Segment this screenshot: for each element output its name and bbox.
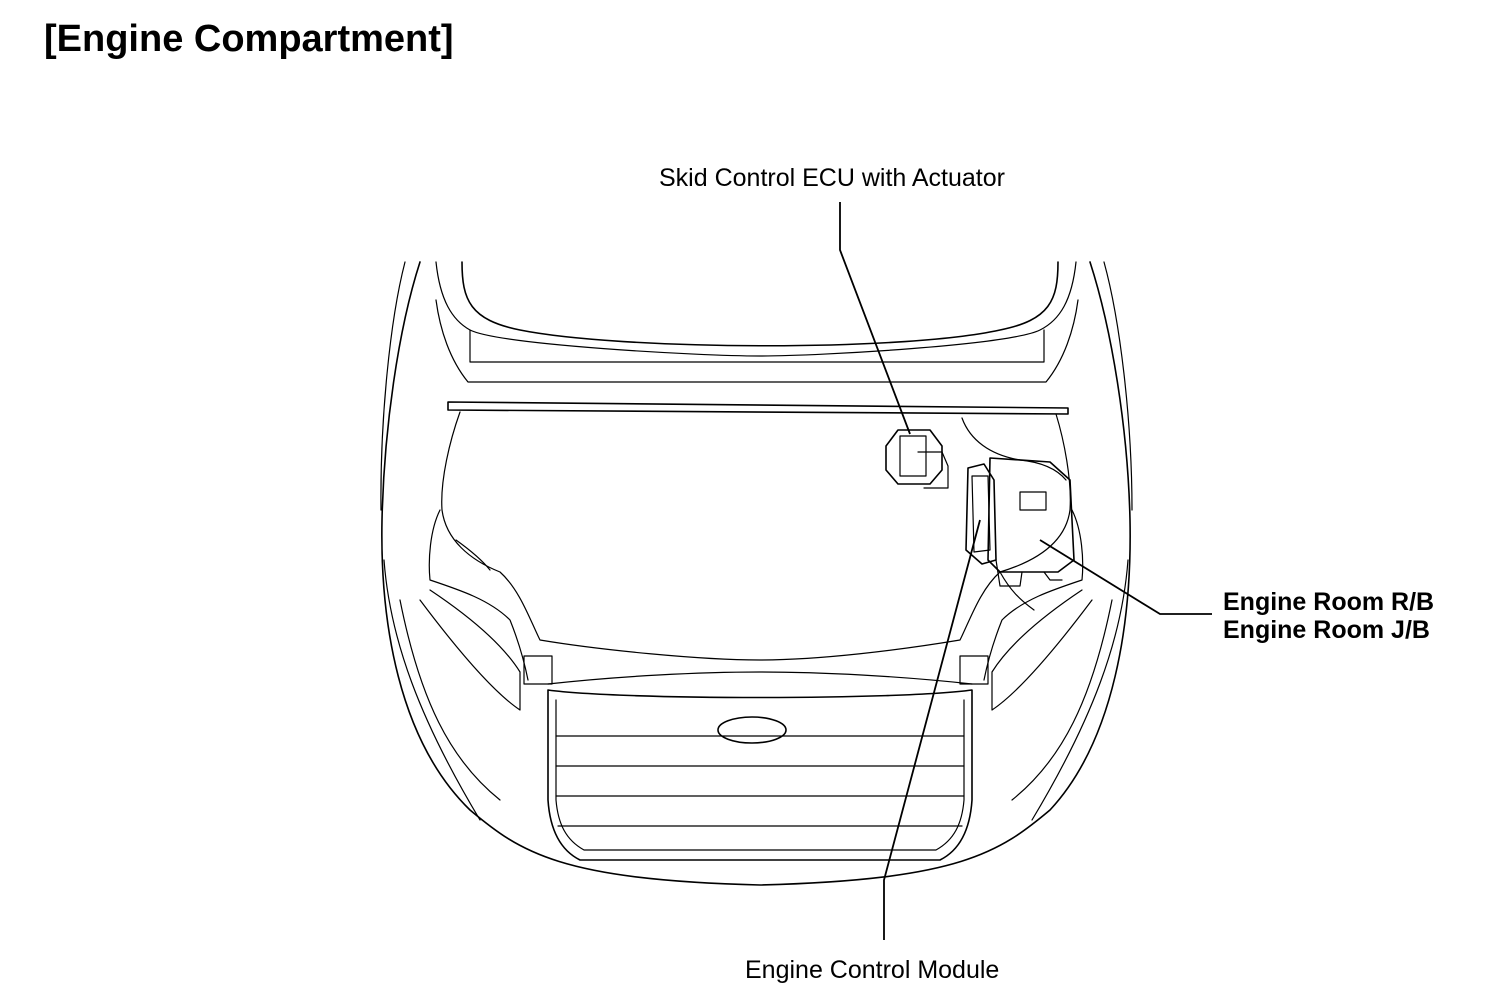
engine-bay (428, 411, 1084, 681)
callout-engine-room-rb: Engine Room R/B (1223, 588, 1435, 616)
headlamp-left (419, 589, 553, 711)
leader-ecm (883, 519, 981, 940)
leader-lines (839, 202, 1212, 940)
vehicle-body-outline (380, 261, 1133, 886)
callout-engine-room-jb: Engine Room J/B (1223, 616, 1430, 644)
leader-engine-room (1039, 539, 1212, 615)
skid-control-ecu-component (885, 429, 949, 489)
page-title: [Engine Compartment] (44, 18, 454, 60)
emblem (717, 716, 787, 744)
hood-panel (435, 261, 1079, 383)
callout-skid-control-ecu: Skid Control ECU with Actuator (659, 164, 1005, 192)
engine-control-module-component (965, 463, 997, 565)
front-grille (547, 671, 973, 861)
callout-engine-control-module: Engine Control Module (745, 956, 1000, 984)
leader-skid-control (839, 202, 911, 435)
cowl-bar (447, 401, 1069, 415)
headlamp-right (959, 589, 1093, 711)
engine-room-rb-jb-component (987, 457, 1075, 587)
